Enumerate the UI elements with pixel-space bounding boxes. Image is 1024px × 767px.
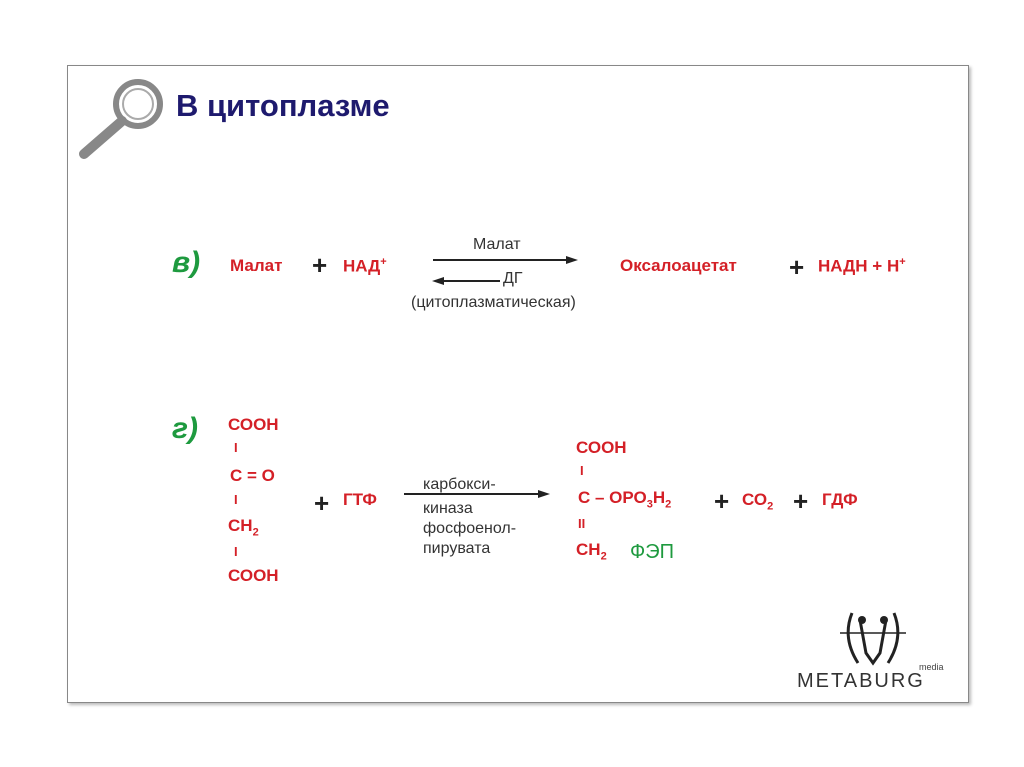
bond: I <box>234 440 238 455</box>
double-bond: II <box>578 516 586 531</box>
prod-cooh: СООН <box>576 438 627 457</box>
cooh-1: СООН <box>228 415 279 434</box>
logo-name: METABURG <box>797 670 925 692</box>
sub-2: 2 <box>665 498 672 511</box>
slide <box>67 65 969 703</box>
prod-ch2: СН2 <box>576 540 607 562</box>
prod-ch2-text: СН <box>576 540 601 559</box>
gtf: ГТФ <box>343 490 377 509</box>
sub-3: 3 <box>646 498 653 511</box>
c-opo-text: С – ОРО <box>578 488 647 507</box>
malate: Малат <box>230 256 283 275</box>
ch2: СН2 <box>228 516 259 538</box>
gdf: ГДФ <box>822 490 858 509</box>
plus: + <box>714 486 730 516</box>
enzyme-line-2: киназа <box>423 500 473 517</box>
enzyme-top: Малат <box>473 236 521 253</box>
equilibrium-arrows <box>432 256 578 285</box>
bond: I <box>234 492 238 507</box>
bond: I <box>580 463 584 478</box>
co2-sub: 2 <box>767 500 774 513</box>
co2-text: СО <box>742 490 768 509</box>
c-o: С = О <box>230 466 275 485</box>
co2: СО2 <box>742 490 773 512</box>
enzyme-mid: ДГ <box>503 270 523 287</box>
ch2-text: СН <box>228 516 253 535</box>
nad-sup: + <box>380 256 387 268</box>
enzyme-line-1: карбокси- <box>423 476 496 493</box>
nadh-text: НАДН + Н <box>818 256 900 276</box>
bond: I <box>234 544 238 559</box>
nadh: НАДН + Н+ <box>818 256 906 277</box>
cooh-2: СООН <box>228 566 279 585</box>
reaction-label-v: в) <box>172 246 201 279</box>
plus: + <box>314 488 330 518</box>
ch2-sub: 2 <box>252 526 259 539</box>
logo-sub: media <box>919 662 944 672</box>
metaburg-logo-icon <box>840 612 906 666</box>
nadh-sup: + <box>899 256 906 268</box>
oxaloacetate: Оксалоацетат <box>620 256 737 275</box>
magnifier-icon <box>79 79 163 159</box>
plus: + <box>312 250 328 280</box>
enzyme-bottom: (цитоплазматическая) <box>411 294 576 311</box>
reaction-label-g: г) <box>172 412 199 445</box>
plus: + <box>793 486 809 516</box>
h-text: Н <box>652 488 666 507</box>
c-opo3h2: С – ОРО3Н2 <box>578 488 671 510</box>
reaction-arrow <box>404 490 550 498</box>
page-title: В цитоплазме <box>176 88 390 123</box>
enzyme-line-4: пирувата <box>423 540 491 557</box>
fep-label: ФЭП <box>630 541 674 563</box>
prod-ch2-sub: 2 <box>600 550 607 563</box>
nad: НАД+ <box>343 256 387 277</box>
plus: + <box>789 252 805 282</box>
enzyme-line-3: фосфоенол- <box>423 520 517 537</box>
nad-text: НАД <box>343 256 381 276</box>
